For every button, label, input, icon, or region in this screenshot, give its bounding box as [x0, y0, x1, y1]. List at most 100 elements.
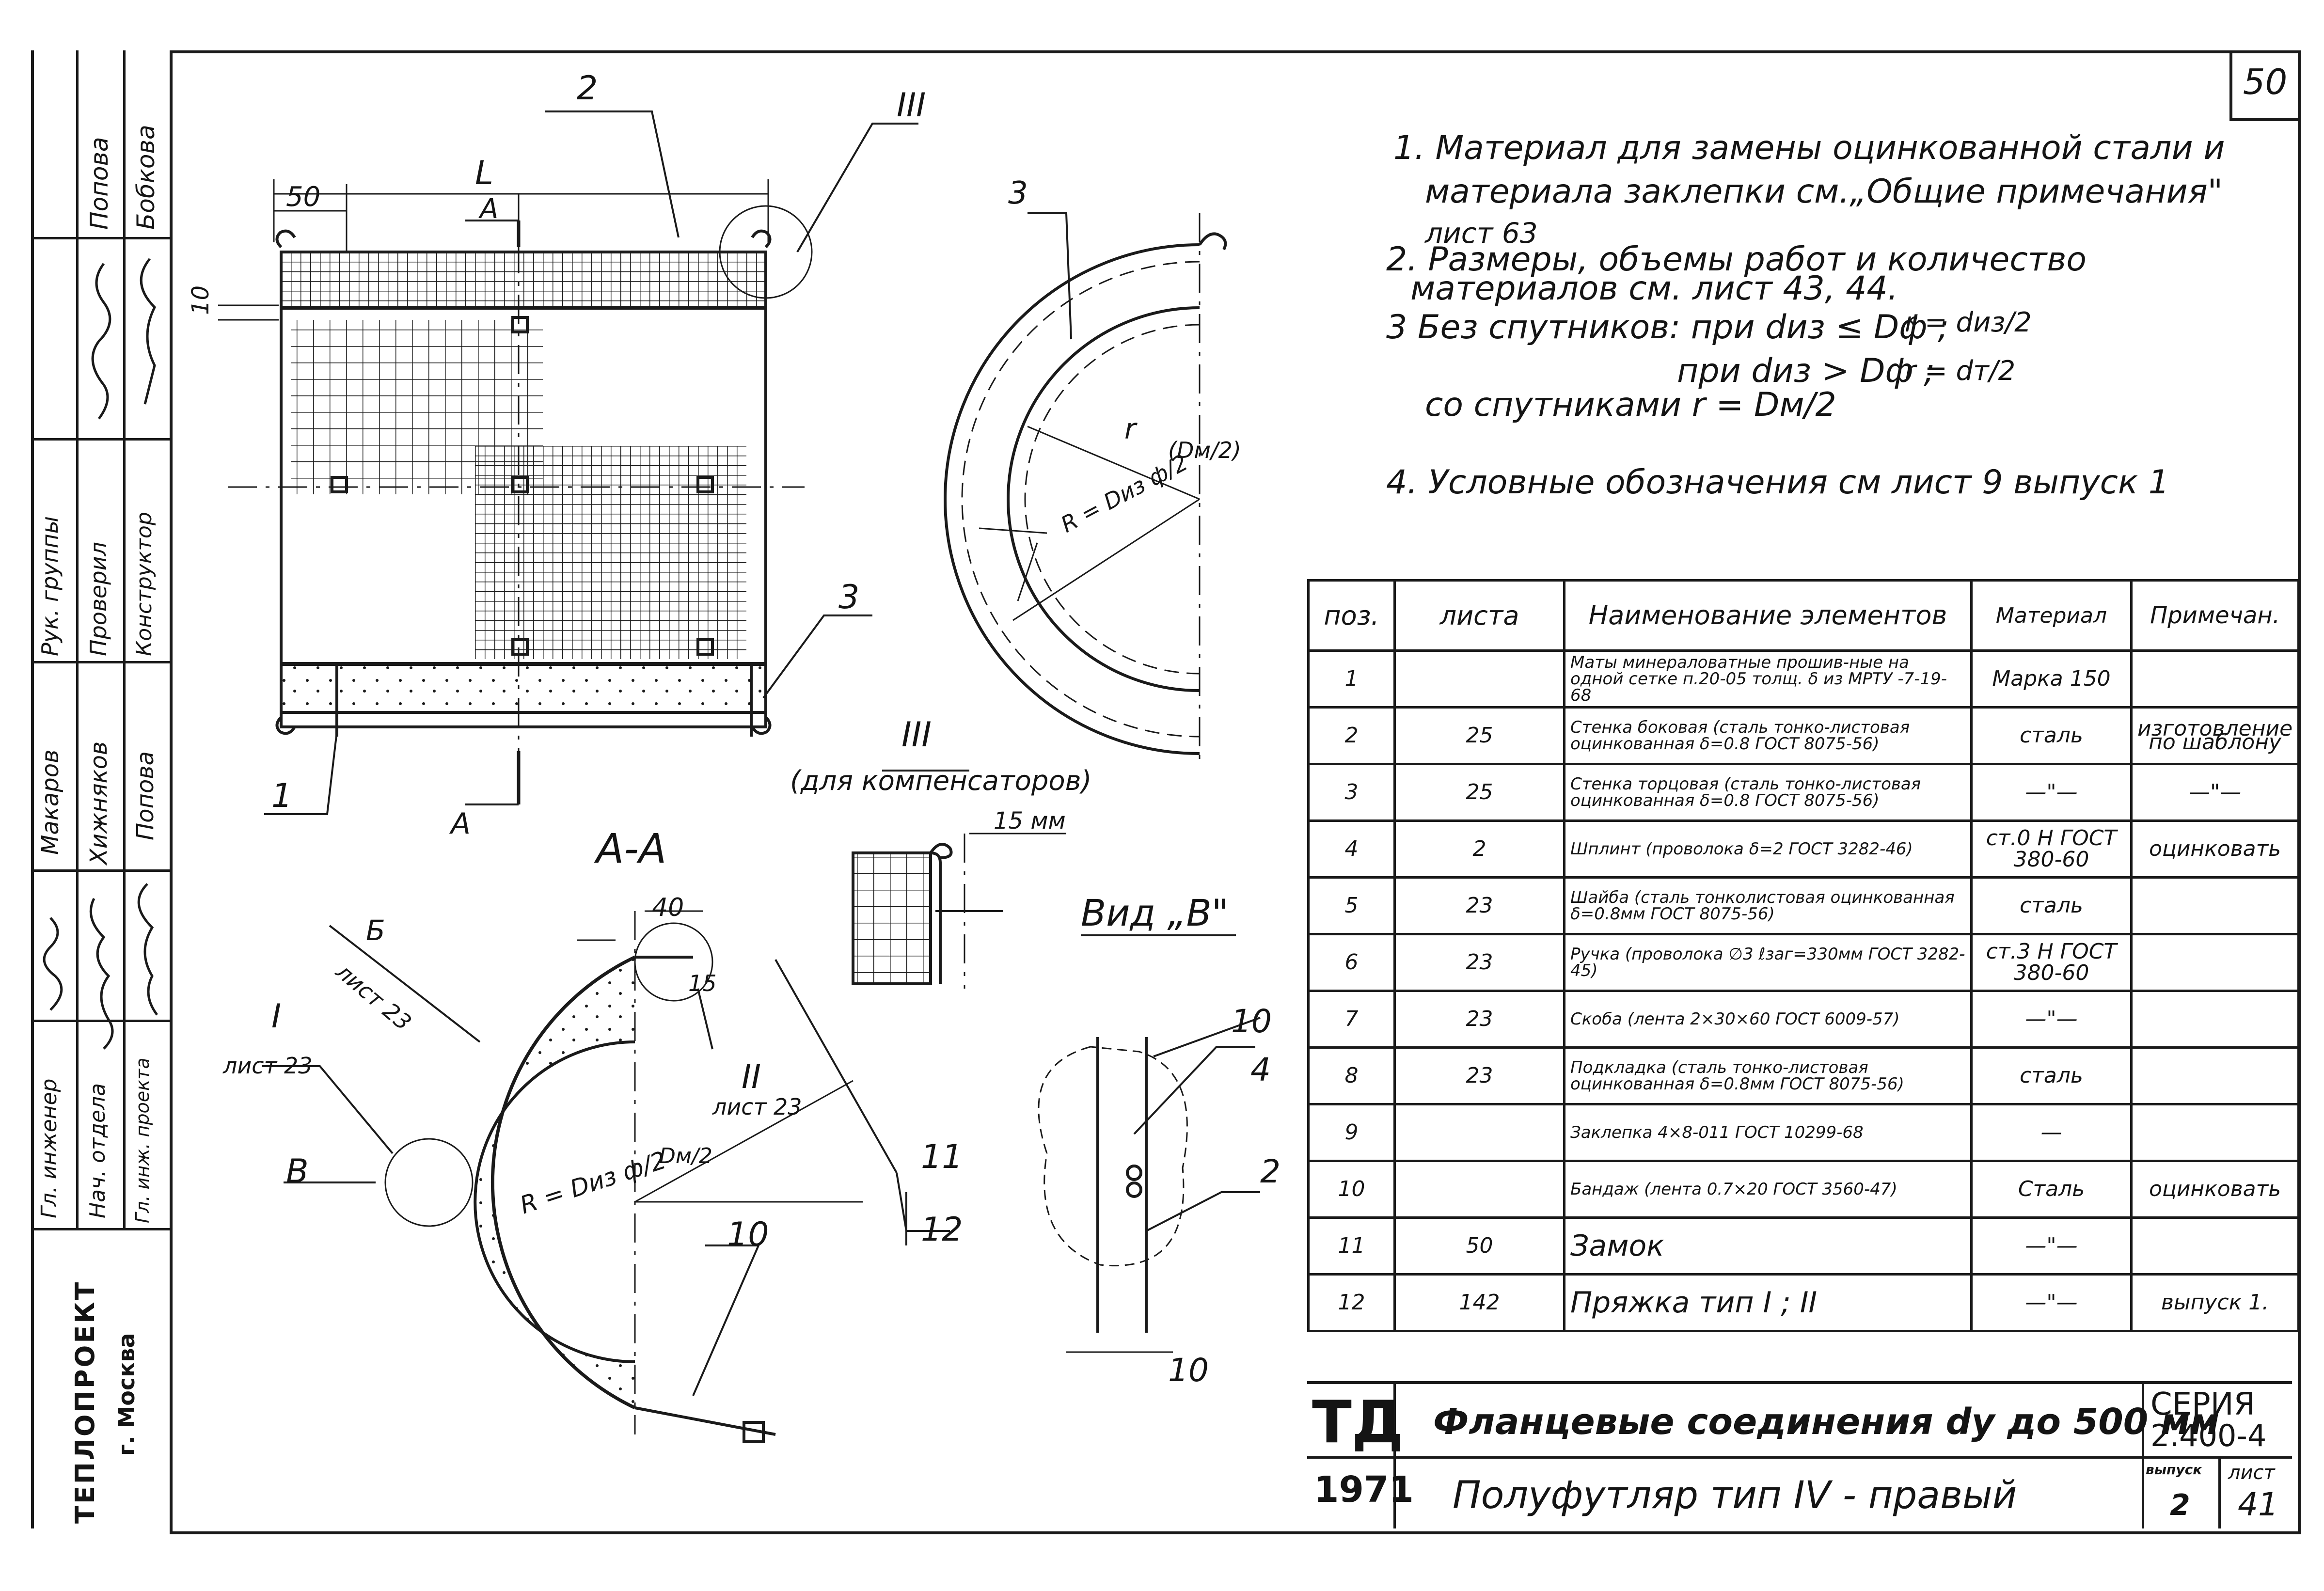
cell-note [2130, 1103, 2300, 1162]
note-3a: 3 Без спутников: при dиз ≤ Dф ; [1386, 308, 1949, 347]
svg-text:II: II [742, 1058, 761, 1096]
cell-material: — [1970, 1103, 2133, 1162]
cell-name: Шплинт (проволока δ=2 ГОСТ 3282-46) [1563, 819, 1973, 879]
cell-note [2130, 1216, 2300, 1276]
detail-iii-labels: III (для компенсаторов) 15 мм [790, 715, 1092, 835]
cell-pos: 10 [1307, 1160, 1396, 1219]
cell-sheet: 2 [1393, 819, 1565, 879]
cell-sheet [1393, 1103, 1565, 1162]
svg-text:11: 11 [921, 1138, 963, 1176]
svg-text:Вид „В": Вид „В" [1081, 891, 1229, 934]
header-name: Наименование элементов [1563, 579, 1973, 652]
cell-name: Стенка торцовая (сталь тонко-листовая оц… [1563, 763, 1973, 822]
cell-sheet: 25 [1393, 763, 1565, 822]
svg-text:лист 23: лист 23 [712, 1094, 802, 1120]
title-code-divider [1307, 1456, 2292, 1459]
spec-header-row: поз. листа Наименование элементов Матери… [1307, 579, 2300, 652]
cell-pos: 8 [1307, 1046, 1396, 1105]
cell-pos: 9 [1307, 1103, 1396, 1162]
svg-text:Б: Б [366, 914, 385, 947]
cell-material: —"— [1970, 1273, 2133, 1332]
cell-sheet [1393, 1160, 1565, 1219]
cell-name: Заклепка 4×8-011 ГОСТ 10299-68 [1563, 1103, 1973, 1162]
svg-text:лист 23: лист 23 [222, 1053, 313, 1079]
cell-name: Подкладка (сталь тонко-листовая оцинкова… [1563, 1046, 1973, 1105]
issue-value: 2 [2170, 1488, 2190, 1522]
svg-text:15: 15 [688, 970, 717, 996]
side-stamp-row-divider [31, 1020, 170, 1022]
cell-material: сталь [1970, 706, 2133, 765]
side-stamp-row-divider [31, 237, 170, 239]
cell-sheet: 23 [1393, 876, 1565, 935]
cell-material: ст.3 Н ГОСТ 380-60 [1970, 933, 2133, 992]
view-b [1038, 934, 1261, 1353]
cell-material: сталь [1970, 1046, 2133, 1105]
title-series-col [2142, 1384, 2144, 1528]
cell-pos: 2 [1307, 706, 1396, 765]
cell-material: —"— [1970, 1216, 2133, 1276]
cell-name: Скоба (лента 2×30×60 ГОСТ 6009-57) [1563, 990, 1973, 1049]
cell-material: Сталь [1970, 1160, 2133, 1219]
svg-text:15 мм: 15 мм [994, 807, 1066, 835]
title-line-1: Фланцевые соединения dу до 500 мм [1433, 1401, 2220, 1443]
cell-pos: 6 [1307, 933, 1396, 992]
header-sheet: листа [1393, 579, 1565, 652]
svg-text:А: А [478, 193, 498, 225]
side-stamp-row-divider [31, 438, 170, 441]
cell-pos: 1 [1307, 649, 1396, 709]
svg-text:50: 50 [286, 181, 320, 213]
detail-iii [852, 770, 1066, 989]
note-3b: при dиз > Dф ; [1677, 352, 1935, 390]
sheet-border [170, 50, 2301, 1534]
cell-note [2130, 1046, 2300, 1105]
title-block: ТД 1971 Фланцевые соединения dу до 500 м… [1307, 1381, 2292, 1528]
svg-text:3: 3 [1008, 175, 1028, 211]
note-1b: материала заклепки см.„Общие примечания" [1425, 173, 2223, 211]
signatures [43, 258, 158, 1050]
sheet-number: 50 [2243, 62, 2288, 102]
cell-pos: 11 [1307, 1216, 1396, 1276]
note-1c: лист 63 [1425, 217, 1538, 250]
svg-text:3: 3 [838, 578, 859, 616]
cell-sheet: 23 [1393, 1046, 1565, 1105]
svg-text:1: 1 [271, 777, 292, 815]
svg-text:III: III [901, 715, 932, 755]
cell-name: Стенка боковая (сталь тонко-листовая оци… [1563, 706, 1973, 765]
svg-text:R = Dиз ф/2: R = Dиз ф/2 [1057, 449, 1192, 538]
svg-text:40: 40 [652, 893, 684, 922]
series-label: СЕРИЯ [2150, 1386, 2256, 1422]
note-3c: со спутниками r = Dм/2 [1425, 386, 1836, 424]
svg-text:10: 10 [1231, 1003, 1272, 1040]
cell-name: Маты минераловатные прошив-ные на одной … [1563, 649, 1973, 709]
cell-material: —"— [1970, 763, 2133, 822]
svg-text:10: 10 [1168, 1352, 1209, 1389]
cell-name: Бандаж (лента 0.7×20 ГОСТ 3560-47) [1563, 1160, 1973, 1219]
side-stamp-bottom-divider [31, 1228, 170, 1230]
view-b-labels: Вид „В" 10 4 2 10 [1081, 891, 1281, 1389]
side-stamp-row-divider [31, 661, 170, 663]
svg-text:III: III [897, 86, 926, 125]
cell-material: —"— [1970, 990, 2133, 1049]
side-view [944, 212, 1227, 766]
svg-text:4: 4 [1250, 1051, 1271, 1088]
svg-text:А: А [449, 807, 471, 841]
title-line-2: Полуфутляр тип IV - правый [1453, 1474, 2017, 1517]
cell-note: изготовление по шаблону [2130, 706, 2300, 765]
svg-text:r: r [1124, 412, 1138, 445]
side-stamp-row-divider [31, 869, 170, 872]
svg-text:12: 12 [921, 1211, 963, 1249]
cell-note [2130, 876, 2300, 935]
cell-material: ст.0 Н ГОСТ 380-60 [1970, 819, 2133, 879]
sheet-value: 41 [2238, 1486, 2278, 1523]
svg-text:(для компенсаторов): (для компенсаторов) [790, 765, 1092, 797]
svg-text:L: L [475, 154, 493, 192]
cell-note: —"— [2130, 763, 2300, 822]
svg-text:2: 2 [1260, 1153, 1281, 1190]
